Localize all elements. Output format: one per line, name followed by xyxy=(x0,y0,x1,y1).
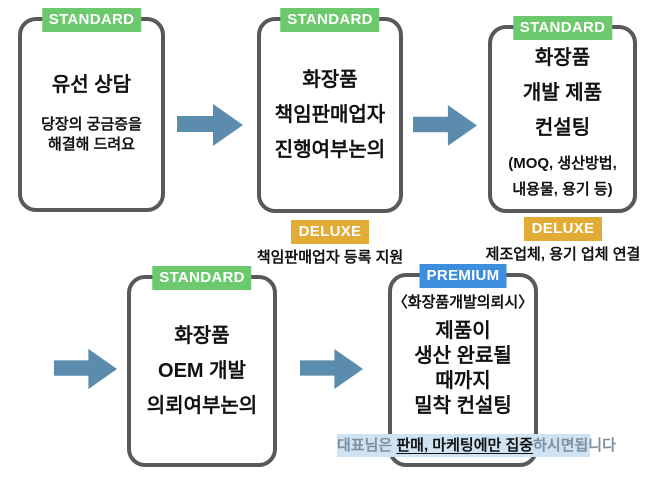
box-title-line: 밀착 컨설팅 xyxy=(414,394,512,417)
box-responsible-seller-discussion: STANDARD 화장품 책임판매업자 진행여부논의 xyxy=(257,8,403,213)
deluxe-badge: DELUXE xyxy=(523,217,603,241)
deluxe-note-vendor-connection: DELUXE 제조업체, 용기 업체 연결 xyxy=(482,217,644,264)
box-title: 유선 상담 xyxy=(51,74,132,96)
standard-badge: STANDARD xyxy=(152,266,252,290)
box-title-line: 화장품 xyxy=(302,68,358,91)
box-heading: 〈화장품개발의뢰시〉 xyxy=(392,293,534,311)
highlight-note: 대표님은 판매, 마케팅에만 집중하시면됩니다 xyxy=(337,434,616,457)
box-title-line: 생산 완료될 xyxy=(414,344,512,367)
deluxe-badge: DELUXE xyxy=(290,220,370,244)
box-title-line: 진행여부논의 xyxy=(274,138,386,161)
box-phone-consult: STANDARD 유선 상담 당장의 궁금증을 해결해 드려요 xyxy=(18,8,165,212)
arrow-right-icon xyxy=(177,102,243,153)
box-title-line: 컨설팅 xyxy=(534,116,591,139)
highlight-suffix: 하시면됩니다 xyxy=(533,437,616,454)
box-title-line: OEM 개발 xyxy=(158,359,246,382)
box-subtitle-line: (MOQ, 생산방법, xyxy=(508,154,617,172)
standard-badge: STANDARD xyxy=(41,8,142,32)
premium-badge: PREMIUM xyxy=(419,264,507,288)
standard-badge: STANDARD xyxy=(512,16,613,40)
deluxe-note-text: 제조업체, 용기 업체 연결 xyxy=(485,246,641,263)
box-subtitle-line: 내용물, 용기 등) xyxy=(512,180,613,198)
deluxe-note-text: 책임판매업자 등록 지원 xyxy=(256,249,404,266)
arrow-right-icon xyxy=(413,103,477,153)
highlight-prefix: 대표님은 xyxy=(337,437,397,454)
box-oem-development-discussion: STANDARD 화장품 OEM 개발 의뢰여부논의 xyxy=(127,266,277,467)
box-title-line: 화장품 xyxy=(534,46,591,69)
box-subtitle-line: 해결해 드려요 xyxy=(48,136,135,153)
box-title-line: 화장품 xyxy=(174,324,230,347)
highlight-emphasis: 판매, 마케팅에만 집중 xyxy=(396,437,534,454)
box-title-line: 개발 제품 xyxy=(522,81,603,104)
standard-badge: STANDARD xyxy=(280,8,380,32)
arrow-right-icon xyxy=(53,347,118,396)
box-product-development-consulting: STANDARD 화장품 개발 제품 컨설팅 (MOQ, 생산방법, 내용물, … xyxy=(488,16,637,213)
box-title-line: 제품이 xyxy=(435,319,491,342)
arrow-right-icon xyxy=(300,347,363,396)
deluxe-note-seller-registration: DELUXE 책임판매업자 등록 지원 xyxy=(245,220,415,267)
box-premium-close-consulting: PREMIUM 〈화장품개발의뢰시〉 제품이 생산 완료될 때까지 밀착 컨설팅 xyxy=(388,264,538,467)
box-title-line: 의뢰여부논의 xyxy=(146,394,258,417)
box-title-line: 책임판매업자 xyxy=(274,103,386,126)
box-title-line: 때까지 xyxy=(435,369,491,392)
box-subtitle-line: 당장의 궁금증을 xyxy=(41,116,142,133)
